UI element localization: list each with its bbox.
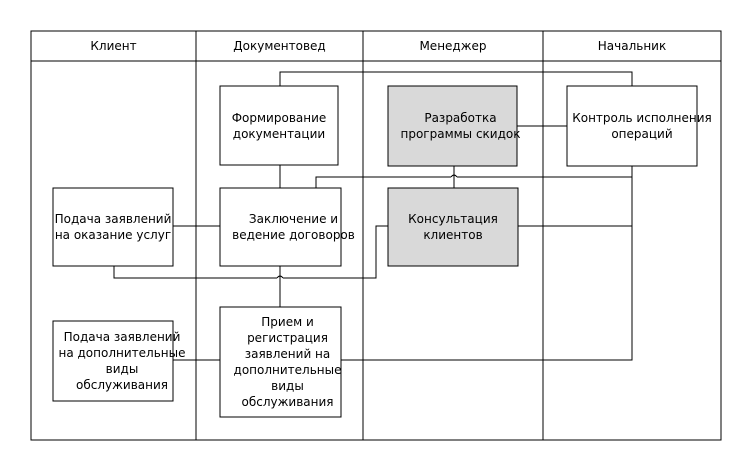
box-registration: [219, 306, 342, 418]
box-registration-label: Прием и регистрация заявлений на дополни…: [233, 315, 342, 409]
box-additional-application: [52, 320, 174, 402]
box-control: [566, 85, 698, 167]
box-application: [52, 187, 174, 267]
connector-control-registration: [341, 166, 633, 361]
box-consultation-label: Консультация клиентов: [408, 212, 498, 242]
connector-application-loop: [113, 266, 277, 279]
box-development-label: Разработка программы скидок: [400, 111, 521, 141]
connectors: [113, 71, 633, 361]
lane-header-documentologist: Документовед: [233, 39, 326, 53]
diagram-frame: [30, 30, 722, 441]
box-consultation: [387, 187, 519, 267]
connector-contracts-development: [315, 176, 451, 188]
box-control-label: Контроль исполнения операций: [572, 111, 712, 141]
box-additional-application-label: Подача заявлений на дополнительные виды …: [58, 330, 186, 392]
box-contracts-label: Заключение и ведение договоров: [232, 212, 355, 242]
box-formation: [219, 85, 339, 166]
box-contracts: [219, 187, 342, 267]
box-application-label: Подача заявлений на оказание услуг: [54, 212, 172, 242]
lane-header-manager: Менеджер: [419, 39, 487, 53]
connector-loop-consultation: [283, 225, 388, 279]
box-formation-label: Формирование документации: [231, 110, 327, 141]
box-development: [387, 85, 518, 167]
lane-header-chief: Начальник: [597, 39, 667, 53]
connector-formation-control: [279, 71, 633, 86]
lane-header-client: Клиент: [90, 39, 137, 53]
